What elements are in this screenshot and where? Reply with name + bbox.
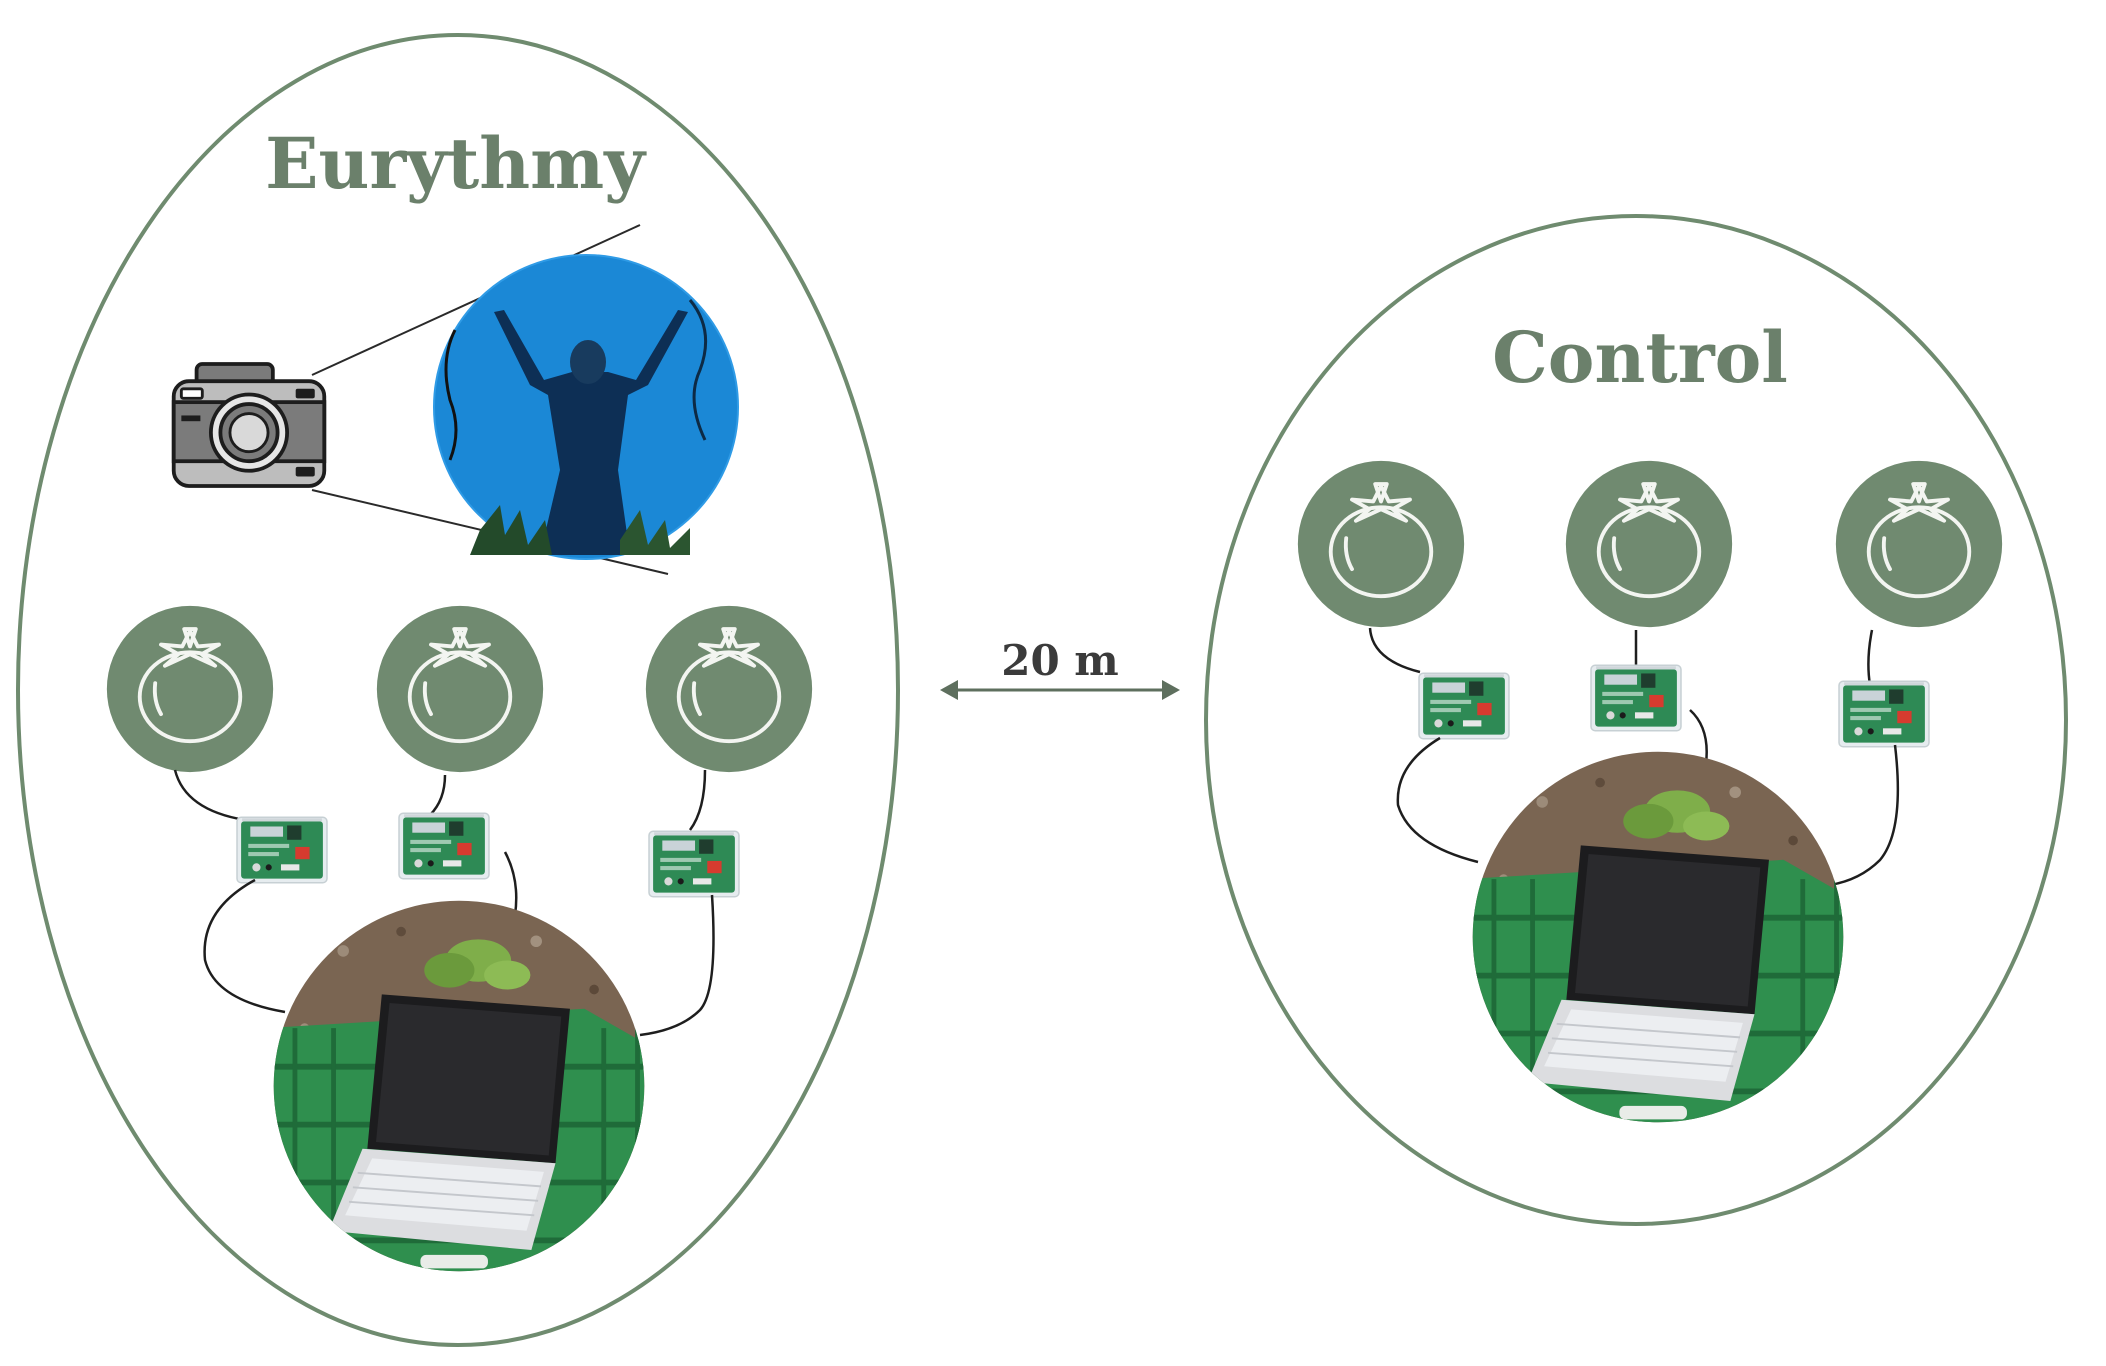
tomato-icon [643, 603, 815, 775]
distance-label: 20 m [1001, 636, 1119, 685]
tomato-icon [1295, 458, 1467, 630]
sensor-board-icon [1418, 672, 1510, 740]
cable [639, 894, 715, 1037]
cable [1368, 627, 1421, 674]
arrowhead-left [940, 680, 958, 700]
camera-icon [171, 362, 327, 488]
eurythmy-group: Eurythmy [16, 33, 900, 1347]
arrowhead-right [1162, 680, 1180, 700]
control-group: Control [1204, 214, 2068, 1226]
cable [1396, 736, 1479, 864]
tomato-icon [374, 603, 546, 775]
camera-view-line-top [311, 224, 641, 376]
eurythmy-performer-photo [433, 254, 739, 560]
distance-indicator: 20 m [940, 636, 1180, 700]
cable [1867, 629, 1874, 686]
sensor-board-icon [398, 812, 490, 880]
cable [203, 878, 286, 1014]
eurythmy-boundary [16, 33, 900, 1347]
sensor-board-icon [1590, 664, 1682, 732]
cable [173, 769, 246, 822]
laptop-icon [1465, 744, 1851, 1130]
sensor-board-icon [1838, 680, 1930, 748]
eurythmy-title: Eurythmy [265, 122, 647, 205]
sensor-board-icon [648, 830, 740, 898]
control-boundary [1204, 214, 2068, 1226]
tomato-icon [1833, 458, 2005, 630]
control-title: Control [1492, 316, 1788, 399]
cable [429, 774, 447, 816]
cable [688, 769, 707, 831]
cable [1829, 744, 1900, 887]
tomato-icon [1563, 458, 1735, 630]
sensor-board-icon [236, 816, 328, 884]
tomato-icon [104, 603, 276, 775]
laptop-icon [266, 893, 652, 1279]
